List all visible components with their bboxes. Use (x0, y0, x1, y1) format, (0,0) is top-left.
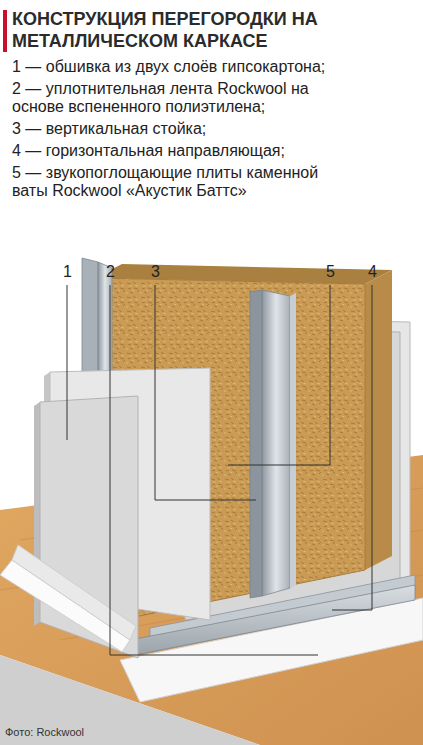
legend-item-box: 3 — вертикальная стойка; (12, 120, 342, 138)
part-description: 1 — обшивка из двух слоёв гипсокартона; (12, 58, 342, 76)
callout-number-box: 4 (368, 263, 377, 281)
part-description: 2 — уплотнительная лента Rockwool на осн… (12, 80, 342, 116)
stud-flange (250, 290, 262, 598)
callout-number: 3 (151, 263, 160, 281)
title-block: КОНСТРУКЦИЯ ПЕРЕГОРОДКИ НА МЕТАЛЛИЧЕСКОМ… (12, 8, 332, 52)
leader-lines (67, 285, 372, 655)
leader-line (332, 285, 372, 610)
callout-number: 5 (326, 263, 335, 281)
vertical-stud (262, 290, 290, 596)
wool-side (365, 270, 392, 570)
stud-lip (290, 293, 296, 588)
callout-number-box: 3 (151, 263, 160, 281)
legend-item-box: 2 — уплотнительная лента Rockwool на осн… (12, 80, 342, 116)
part-description: 3 — вертикальная стойка; (12, 120, 342, 138)
part-description: 4 — горизонтальная направляющая; (12, 142, 342, 160)
part-description: 5 — звукопоглощающие плиты каменной ваты… (12, 164, 342, 200)
leader-line (67, 285, 68, 440)
callout-number-box: 1 (63, 263, 72, 281)
title: КОНСТРУКЦИЯ ПЕРЕГОРОДКИ НА МЕТАЛЛИЧЕСКОМ… (12, 8, 332, 52)
leader-line (155, 285, 256, 500)
legend-item-box: 1 — обшивка из двух слоёв гипсокартона; (12, 58, 342, 76)
callout-number-box: 2 (106, 263, 115, 281)
photo-credit: Фото: Rockwool (5, 726, 84, 739)
caption-box: Фото: Rockwool (5, 726, 84, 739)
callout-number-box: 5 (326, 263, 335, 281)
callout-number: 1 (63, 263, 72, 281)
callout-number: 2 (106, 263, 115, 281)
corner-profile (12, 545, 136, 640)
title-accent (3, 10, 7, 52)
leader-line (228, 285, 330, 465)
legend-item-box: 5 — звукопоглощающие плиты каменной ваты… (12, 164, 342, 200)
leader-line (110, 285, 318, 655)
legend-item-box: 4 — горизонтальная направляющая; (12, 142, 342, 160)
callout-number: 4 (368, 263, 377, 281)
